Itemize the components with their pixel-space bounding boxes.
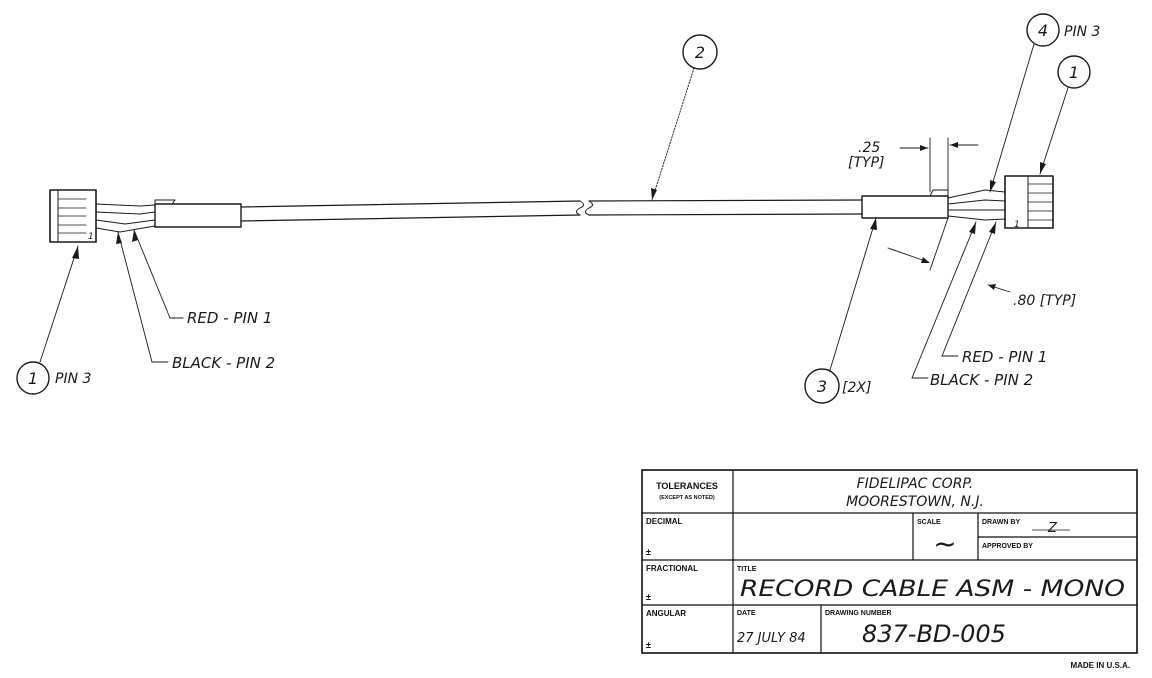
left-wires [95,203,156,233]
left-connector: 1 [49,189,97,243]
angular-label: ANGULAR [646,609,686,618]
right-red-label: RED - PIN 1 [962,348,1047,366]
right-black-label: BLACK - PIN 2 [930,371,1033,389]
left-black-label-group: BLACK - PIN 2 [116,231,275,372]
sleeve-length-typ: [TYP] [848,155,884,171]
right-pin-one-mark: 1 [1014,220,1020,230]
callout-sleeve: 3 [2X] [804,217,877,404]
decimal-label: DECIMAL [646,517,683,526]
left-red-label: RED - PIN 1 [187,309,272,327]
fractional-label: FRACTIONAL [646,564,698,573]
sleeve-length-value: .25 [858,140,880,156]
right-wires [947,189,1006,221]
left-pin-one-mark: 1 [88,232,94,242]
left-red-label-group: RED - PIN 1 [132,229,272,327]
fractional-plusminus: ± [646,592,651,602]
callout-right-connector: 1 [1039,55,1091,175]
decimal-plusminus: ± [646,547,651,557]
scale-value: ~ [933,527,956,560]
drawing-title: RECORD CABLE ASM - MONO [740,577,1125,602]
callout-left-connector: 1 PIN 3 [16,245,91,395]
drawing-number: 837-BD-005 [862,620,1006,648]
right-connector: 1 [1004,175,1054,230]
company-line2: MOORESTOWN, N.J. [846,494,984,510]
dimension-lead-length: .80 [TYP] [987,284,1076,309]
drawing-number-label: DRAWING NUMBER [825,610,892,617]
cable [240,199,863,222]
title-label: TITLE [737,566,757,573]
lead-length-value: .80 [TYP] [1013,293,1076,309]
drawn-by-initials: Z [1047,521,1058,536]
callout-sleeve-qty: [2X] [842,380,871,396]
callout-cable-num: 2 [695,43,705,62]
callout-cable: 2 [651,34,718,201]
callout-sleeve-num: 3 [817,377,827,396]
right-red-label-group: RED - PIN 1 [941,221,1047,366]
right-black-label-group: BLACK - PIN 2 [911,221,1033,389]
callout-item-four-num: 4 [1038,21,1048,40]
approved-by-label: APPROVED BY [982,543,1033,550]
callout-right-connector-num: 1 [1069,63,1079,82]
callout-item-four-pin: PIN 3 [1064,24,1100,40]
callout-left-connector-num: 1 [28,369,38,388]
left-sleeve [154,199,242,228]
left-black-label: BLACK - PIN 2 [172,354,275,372]
tolerances-label: TOLERANCES [656,481,718,491]
callout-left-connector-pin: PIN 3 [55,371,91,387]
date-label: DATE [737,610,756,617]
callout-item-four: 4 PIN 3 [989,13,1100,193]
angular-plusminus: ± [646,640,651,650]
right-sleeve [861,189,949,219]
title-block: TOLERANCES (EXCEPT AS NOTED) FIDELIPAC C… [641,469,1138,654]
scale-label: SCALE [917,519,941,526]
made-in-usa: MADE IN U.S.A. [1070,661,1130,670]
drawn-by-label: DRAWN BY [982,519,1020,526]
company-line1: FIDELIPAC CORP. [857,476,974,492]
tolerances-note: (EXCEPT AS NOTED) [659,495,715,501]
drawing-date: 27 JULY 84 [737,631,806,646]
dimension-sleeve-length: .25 [TYP] [848,137,979,193]
